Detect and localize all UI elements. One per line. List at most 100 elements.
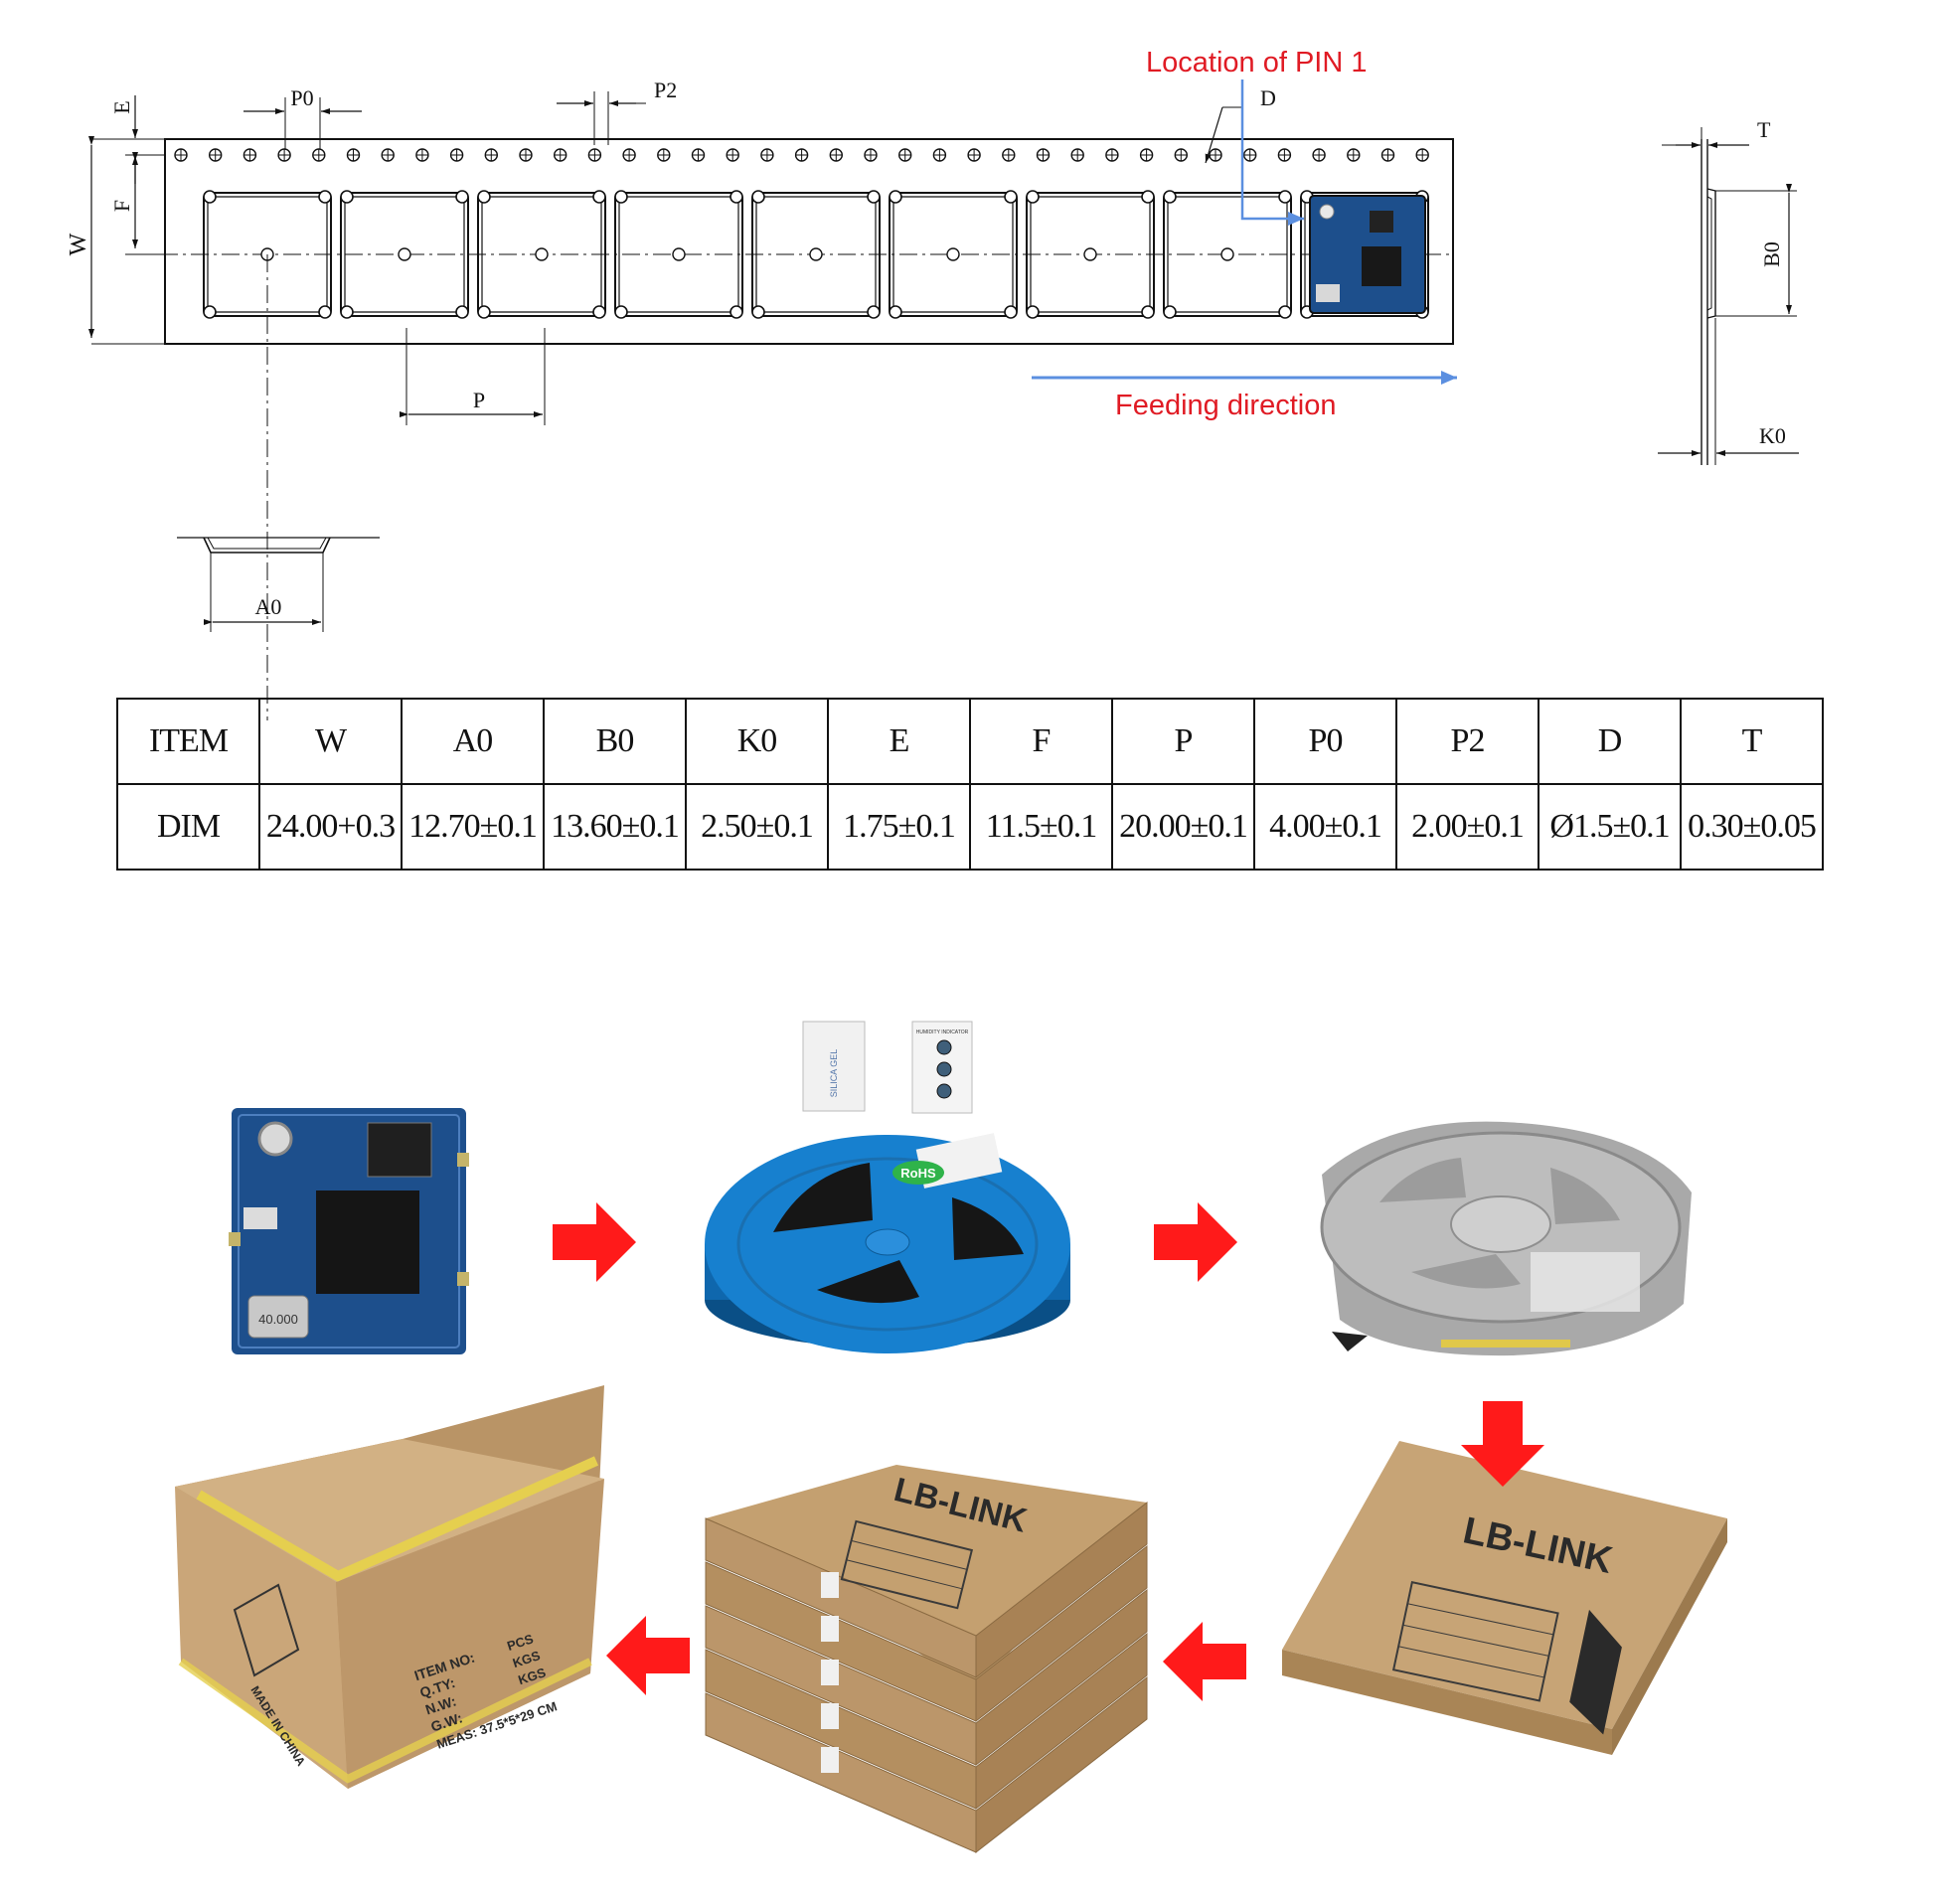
flow-arrow-right-1 [553,1202,636,1282]
pocket-row [203,190,1429,319]
sprocket-hole [1105,148,1119,162]
sprocket-hole [1277,148,1292,162]
packaging-flow: 40.000 SILICA GEL HUMIDITY INDICATOR [175,1021,1727,1854]
sprocket-hole [726,148,739,162]
desiccant-pack: SILICA GEL [802,1021,866,1112]
sprocket-hole [484,148,498,162]
sprocket-hole [1174,148,1189,162]
stacked-box [705,1544,1148,1723]
spec-value-cell: 2.00±0.1 [1395,783,1539,871]
sprocket-hole [554,148,567,162]
sprocket-hole [1139,148,1154,162]
dim-label-t: T [1757,117,1771,142]
sprocket-hole [415,148,429,162]
master-carton-photo: ITEM NO: Q.TY: N.W: G.W: MEAS: 37.5*5*29… [175,1385,604,1789]
flow-arrow-left-1 [1163,1622,1246,1701]
feeding-direction-label: Feeding direction [1115,390,1336,421]
sprocket-hole [587,148,602,162]
spec-header-cell: P0 [1253,698,1397,785]
spec-header-cell: K0 [685,698,829,785]
blue-reel-photo: RoHS [705,1133,1070,1353]
stacked-box [705,1675,1148,1854]
spec-value-cell: 24.00+0.3 [258,783,403,871]
sprocket-hole [691,148,706,162]
sprocket-hole [1380,148,1395,162]
spec-value-cell: 13.60±0.1 [543,783,687,871]
sprocket-hole [760,148,774,162]
spec-value-cell: 11.5±0.1 [969,783,1113,871]
sprocket-hole [967,148,981,162]
rohs-label: RoHS [900,1166,936,1181]
spec-header-cell: F [969,698,1113,785]
sprocket-hole [449,148,464,162]
sprocket-hole [519,148,533,162]
sprocket-hole [864,148,878,162]
humidity-indicator-card: HUMIDITY INDICATOR [911,1021,973,1114]
sprocket-hole-row [174,148,1429,162]
sprocket-hole [1002,148,1016,162]
sprocket-hole [243,148,257,162]
sprocket-hole [932,148,947,162]
sprocket-hole [174,148,188,162]
sprocket-hole [208,148,223,162]
spec-header-cell: A0 [401,698,545,785]
module-photo: 40.000 [229,1108,469,1354]
side-view: T B0 K0 [1658,117,1799,465]
dim-label-p2: P2 [654,78,677,102]
dim-label-p: P [473,388,485,412]
sprocket-hole [346,148,361,162]
svg-text:HUMIDITY INDICATOR: HUMIDITY INDICATOR [916,1030,969,1035]
sprocket-hole [657,148,671,162]
dim-label-e: E [109,100,134,113]
svg-text:SILICA GEL: SILICA GEL [829,1049,839,1098]
pocket-hole [946,247,960,261]
pocket-hole [809,247,823,261]
spec-value-cell: 12.70±0.1 [401,783,545,871]
sprocket-hole [898,148,912,162]
pin1-callout: Location of PIN 1 [1146,47,1367,79]
flow-arrow-down [1461,1401,1544,1487]
spec-header-cell: ITEM [116,698,260,785]
spec-value-cell: 1.75±0.1 [827,783,971,871]
pin1-arrow [1240,79,1304,226]
spec-value-cell: 20.00±0.1 [1111,783,1255,871]
spec-value-cell: 0.30±0.05 [1680,783,1824,871]
pocket-hole [1083,247,1097,261]
dim-label-d: D [1260,85,1276,110]
flow-arrow-right-2 [1154,1202,1237,1282]
flow-arrow-left-2 [606,1616,690,1695]
carrier-tape-outline [164,138,1454,345]
spec-header-cell: P [1111,698,1255,785]
pocket-hole [1220,247,1234,261]
spec-value-cell: 4.00±0.1 [1253,783,1397,871]
dim-label-k0: K0 [1759,423,1786,448]
module-crystal-text: 40.000 [258,1312,298,1327]
dim-label-a0: A0 [255,594,282,619]
sprocket-hole [312,148,326,162]
sprocket-hole [1347,148,1361,162]
dim-label-b0: B0 [1759,241,1784,267]
stacked-box [705,1501,1148,1679]
sprocket-hole [1312,148,1326,162]
pocket-hole [398,247,411,261]
sprocket-hole [277,148,291,162]
single-pizza-box-photo: LB-LINK [1282,1441,1727,1755]
spec-value-cell: Ø1.5±0.1 [1538,783,1682,871]
spec-value-cell: DIM [116,783,260,871]
pocket-hole [535,247,549,261]
sprocket-hole [1209,148,1222,162]
sprocket-hole [1070,148,1084,162]
spec-header-cell: W [258,698,403,785]
carrier-tape-drawing: W E F P0 P2 D Location of PIN 1 Feeding [66,47,1799,720]
sprocket-hole [1242,148,1257,162]
vacuum-sealed-reel-photo [1320,1121,1692,1356]
a0-section-view: A0 [177,537,380,632]
spec-header-cell: P2 [1395,698,1539,785]
stacked-box [705,1632,1148,1811]
sprocket-hole [622,148,636,162]
spec-value-cell: 2.50±0.1 [685,783,829,871]
